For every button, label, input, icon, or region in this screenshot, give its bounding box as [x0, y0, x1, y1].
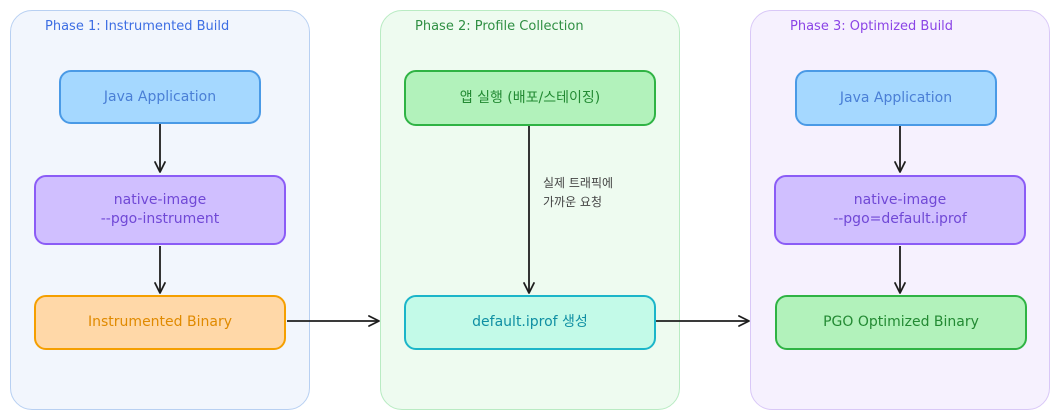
- p2-edge-label-line1: 실제 트래픽에: [543, 176, 614, 190]
- p2-app-run-label: 앱 실행 (배포/스테이징): [459, 89, 601, 106]
- p1-native-image-label-line1: native-image: [113, 192, 207, 208]
- p3-pgo-optimized-binary-label: PGO Optimized Binary: [823, 314, 979, 330]
- p1-java-application-node[interactable]: Java Application: [59, 70, 261, 124]
- phase-3-title: Phase 3: Optimized Build: [790, 19, 954, 34]
- p3-native-image-label-line1: native-image: [853, 192, 947, 208]
- phase-2-title: Phase 2: Profile Collection: [415, 19, 584, 34]
- p3-native-image-pgo-node[interactable]: native-image --pgo=default.iprof: [774, 175, 1026, 245]
- p2-edge-label: 실제 트래픽에 가까운 요청: [543, 174, 613, 212]
- p1-instrumented-binary-label: Instrumented Binary: [88, 314, 232, 330]
- p3-pgo-optimized-binary-node[interactable]: PGO Optimized Binary: [775, 295, 1027, 350]
- p1-instrumented-binary-node[interactable]: Instrumented Binary: [34, 295, 286, 350]
- p1-native-image-instrument-node[interactable]: native-image --pgo-instrument: [34, 175, 286, 245]
- p3-java-application-label: Java Application: [839, 89, 953, 106]
- p2-edge-label-line2: 가까운 요청: [543, 195, 603, 209]
- p2-app-run-node[interactable]: 앱 실행 (배포/스테이징): [404, 70, 656, 126]
- phase-1-title: Phase 1: Instrumented Build: [45, 19, 230, 34]
- p2-default-iprof-label: default.iprof 생성: [472, 314, 588, 330]
- p1-native-image-label-line2: --pgo-instrument: [100, 211, 220, 227]
- p2-default-iprof-node[interactable]: default.iprof 생성: [404, 295, 656, 350]
- p3-native-image-label-line2: --pgo=default.iprof: [833, 211, 967, 227]
- p3-java-application-node[interactable]: Java Application: [795, 70, 997, 126]
- p1-java-application-label: Java Application: [103, 88, 217, 105]
